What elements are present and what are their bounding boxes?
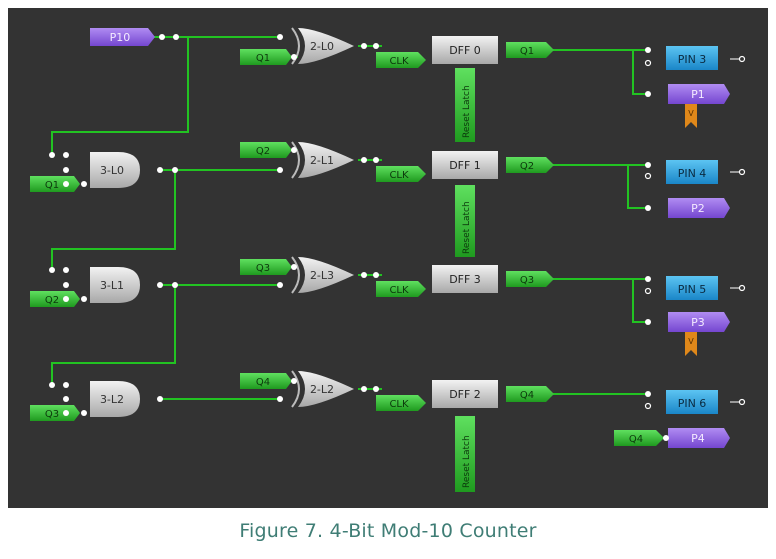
and-input-label-q2: Q2 [30,291,80,307]
xor-input-label-q4: Q4 [240,373,292,389]
svg-text:V: V [688,109,694,118]
svg-text:PIN 6: PIN 6 [678,397,707,410]
p10-virtual-input[interactable]: P10 [90,28,155,46]
dff-3-output: Q4 [520,390,534,401]
xor-gate-0-label: 2-L0 [310,40,334,53]
svg-text:Q1: Q1 [45,180,59,191]
dff-2-label: DFF 3 [449,273,481,286]
svg-text:Q4: Q4 [256,377,270,388]
pin-6[interactable]: PIN 6 [666,390,718,414]
xor-gate-3[interactable]: 2-L2 [291,370,354,408]
svg-text:P4: P4 [691,432,705,445]
svg-text:P1: P1 [691,88,705,101]
virtual-output-p2[interactable]: P2 [668,198,730,218]
dff-1-clk: CLK [389,170,409,181]
svg-text:Q1: Q1 [256,53,270,64]
dff-3-reset: Reset Latch [462,435,472,488]
figure-caption: Figure 7. 4-Bit Mod-10 Counter [239,520,537,542]
wire-q3-out [552,278,648,323]
dff-2-clk: CLK [389,285,409,296]
dff-0-clk: CLK [389,56,409,67]
schematic-canvas: P10 2-L0 2-L1 2-L3 2-L2 Q1 Q2 Q3 Q4 [8,8,768,508]
and-gate-0[interactable]: 3-L0 [90,152,140,188]
vdd-marker-1: V [685,103,697,128]
and-input-label-q1: Q1 [30,176,80,192]
dff-0-label: DFF 0 [449,44,481,57]
wire-and0-out [51,169,176,270]
dff-0-output: Q1 [520,46,534,57]
virtual-output-p4[interactable]: P4 [668,428,730,448]
xor-gate-2[interactable]: 2-L3 [291,256,354,294]
svg-text:Q3: Q3 [45,409,59,420]
svg-text:PIN 5: PIN 5 [678,283,707,296]
xor-input-label-q2: Q2 [240,142,292,158]
svg-text:Q3: Q3 [256,263,270,274]
and-gate-0-label: 3-L0 [100,164,124,177]
dff-1-output: Q2 [520,161,534,172]
dff-1-reset: Reset Latch [462,201,472,254]
pin-4[interactable]: PIN 4 [666,160,718,184]
xor-gate-1-label: 2-L1 [310,154,334,167]
pin-5[interactable]: PIN 5 [666,276,718,300]
svg-text:Q4: Q4 [629,434,643,445]
dff-2[interactable]: DFF 3 CLK Q3 [376,265,554,297]
wire-q2-out [552,164,648,209]
dff-1[interactable]: DFF 1 CLK Reset Latch Q2 [376,151,554,257]
xor-gate-0[interactable]: 2-L0 [291,27,354,65]
wire-p10 [51,36,189,155]
xor-gate-2-label: 2-L3 [310,269,334,282]
svg-text:P3: P3 [691,316,705,329]
svg-text:PIN 4: PIN 4 [678,167,707,180]
xor-input-label-q1: Q1 [240,49,292,65]
vdd-marker-3: V [685,331,697,356]
virtual-output-p1[interactable]: P1 [668,84,730,104]
svg-text:V: V [688,337,694,346]
dff-0[interactable]: DFF 0 CLK Reset Latch Q1 [376,36,554,142]
pin-3[interactable]: PIN 3 [666,46,718,70]
connection-dots [49,34,669,441]
dff-3-clk: CLK [389,399,409,410]
p4-input-label: Q4 [614,430,664,446]
dff-0-reset: Reset Latch [462,85,472,138]
and-gate-2-label: 3-L2 [100,393,124,406]
circuit-diagram: P10 2-L0 2-L1 2-L3 2-L2 Q1 Q2 Q3 Q4 [30,27,746,492]
svg-text:Q2: Q2 [256,146,270,157]
dff-3[interactable]: DFF 2 CLK Reset Latch Q4 [376,380,554,492]
open-terminals [644,55,746,410]
xor-gate-3-label: 2-L2 [310,383,334,396]
dff-2-output: Q3 [520,275,534,286]
wire-q1-out [552,49,648,95]
xor-gate-1[interactable]: 2-L1 [291,141,354,179]
and-gate-1[interactable]: 3-L1 [90,267,140,303]
wire-and1-out [51,284,176,385]
svg-text:P2: P2 [691,202,705,215]
svg-text:Q2: Q2 [45,295,59,306]
virtual-output-p3[interactable]: P3 [668,312,730,332]
and-gate-1-label: 3-L1 [100,279,124,292]
svg-text:PIN 3: PIN 3 [678,53,707,66]
xor-input-label-q3: Q3 [240,259,292,275]
and-input-label-q3: Q3 [30,405,80,421]
wires [51,36,664,439]
and-gate-2[interactable]: 3-L2 [90,381,140,417]
dff-3-label: DFF 2 [449,388,481,401]
dff-1-label: DFF 1 [449,159,481,172]
p10-label: P10 [110,31,131,44]
wires-gray [730,58,740,403]
